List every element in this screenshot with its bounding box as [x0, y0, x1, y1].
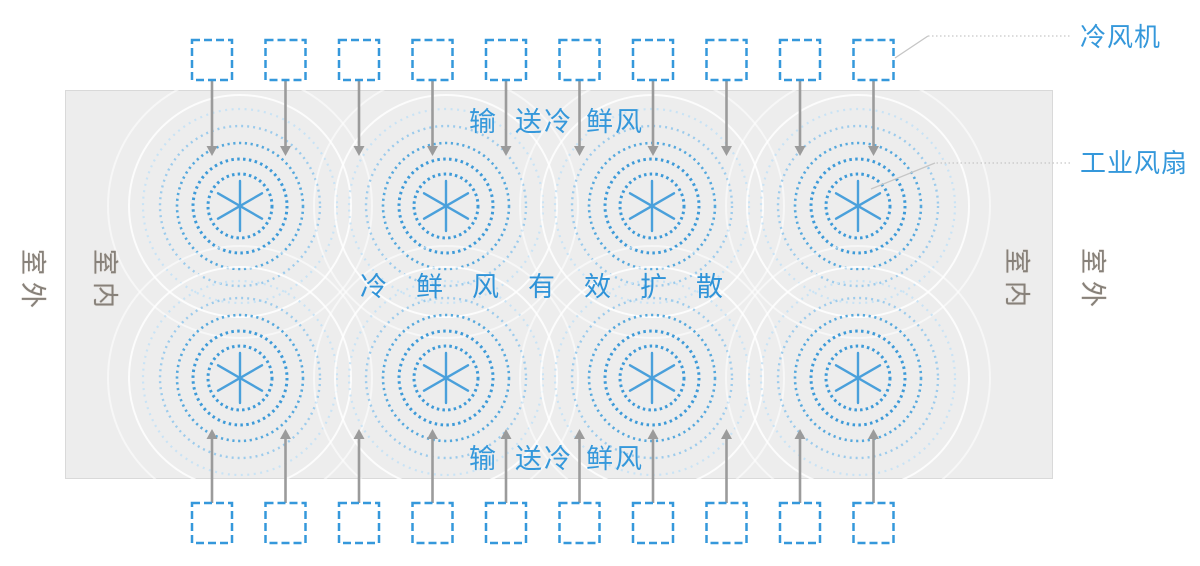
cooler-unit-square [705, 501, 748, 545]
cooler-unit-square [337, 501, 381, 545]
arrowhead-icon [574, 146, 585, 156]
cooler-unit-square [558, 501, 601, 545]
flow-label-bottom-seg3: 鲜风 [586, 444, 644, 474]
fan-blade-icon [834, 192, 882, 220]
arrowhead-icon [500, 146, 512, 156]
cooler-unit-square [484, 501, 528, 545]
airflow-arrow [868, 72, 879, 156]
indoor-label-left: 室内 [90, 248, 121, 316]
arrowhead-icon [868, 146, 879, 156]
arrowhead-icon [427, 429, 438, 439]
fan-blade-icon [422, 364, 470, 392]
airflow-arrow [647, 72, 659, 156]
industrial-fan [107, 90, 373, 339]
arrowhead-icon [721, 146, 732, 156]
fan-blade-icon [628, 364, 676, 392]
arrowhead-icon [794, 146, 806, 156]
industrial-fan [725, 90, 991, 339]
cooler-unit-square [558, 38, 601, 82]
cooler-callout-label: 冷风机 [1080, 22, 1162, 52]
airflow-arrow [868, 429, 879, 512]
arrowhead-icon [280, 146, 291, 156]
airflow-arrow [500, 429, 512, 512]
cooler-unit-square [190, 38, 234, 82]
flow-label-bottom-seg2: 送冷 [515, 444, 573, 474]
cooler-unit-square [264, 38, 307, 82]
arrowhead-icon [647, 146, 659, 156]
cooler-units-layer [190, 38, 895, 545]
arrowhead-icon [206, 146, 218, 156]
arrowhead-icon [353, 146, 365, 156]
cooler-unit-square [852, 38, 895, 82]
airflow-arrow [206, 72, 218, 156]
fan-blade-icon [422, 192, 470, 220]
fan-leader-line [870, 162, 936, 190]
outdoor-label-left: 室外 [18, 248, 49, 316]
airflow-arrow [280, 429, 291, 512]
airflow-arrow [721, 72, 732, 156]
airflow-arrow [353, 72, 365, 156]
airflow-arrow [574, 429, 585, 512]
cooler-leader-line [894, 35, 929, 59]
cooler-unit-square [778, 501, 822, 545]
airflow-arrow [721, 429, 732, 512]
airflow-arrow [427, 429, 438, 512]
flow-label-top-seg3: 鲜风 [586, 107, 644, 137]
flow-label-top: 输 送冷 鲜风 [469, 109, 644, 136]
cooler-unit-square [264, 501, 307, 545]
cooler-unit-square [484, 38, 528, 82]
arrowhead-icon [868, 429, 879, 439]
airflow-arrow [794, 72, 806, 156]
fan-callout-label: 工业风扇 [1080, 148, 1189, 178]
cooler-unit-square [337, 38, 381, 82]
cooler-unit-square [852, 501, 895, 545]
airflow-arrow [794, 429, 806, 512]
arrowhead-icon [794, 429, 806, 439]
industrial-fan [313, 245, 579, 479]
airflow-arrow [280, 72, 291, 156]
cooler-unit-square [778, 38, 822, 82]
flow-label-top-seg1: 输 [469, 107, 498, 137]
indoor-label-right: 室内 [1002, 247, 1033, 315]
arrowhead-icon [647, 429, 659, 439]
flow-label-top-seg2: 送冷 [515, 107, 573, 137]
cooler-unit-square [631, 38, 675, 82]
cooler-unit-square [411, 501, 454, 545]
fan-blade-icon [834, 364, 882, 392]
arrowhead-icon [353, 429, 365, 439]
industrial-fan [107, 245, 373, 479]
arrowhead-icon [206, 429, 218, 439]
outdoor-label-right: 室外 [1078, 247, 1109, 315]
arrowhead-icon [574, 429, 585, 439]
airflow-arrow [574, 72, 585, 156]
cooler-unit-square [705, 38, 748, 82]
arrowhead-icon [721, 429, 732, 439]
cooler-unit-square [190, 501, 234, 545]
arrowhead-icon [280, 429, 291, 439]
flow-label-bottom-seg1: 输 [469, 444, 498, 474]
flow-label-bottom: 输 送冷 鲜风 [469, 446, 644, 473]
airflow-arrow [206, 429, 218, 512]
cooler-unit-square [631, 501, 675, 545]
fan-blade-icon [216, 364, 264, 392]
airflow-arrow [647, 429, 659, 512]
airflow-arrow [427, 72, 438, 156]
diffusion-label: 冷鲜风有效扩散 [360, 272, 752, 302]
fan-blade-icon [216, 192, 264, 220]
arrowhead-icon [500, 429, 512, 439]
airflow-arrow [353, 429, 365, 512]
callout-leaders-layer [870, 35, 1070, 190]
airflow-arrows-layer [206, 72, 879, 512]
fan-blade-icon [628, 192, 676, 220]
airflow-arrow [500, 72, 512, 156]
cooler-unit-square [411, 38, 454, 82]
arrowhead-icon [427, 146, 438, 156]
industrial-fan [313, 90, 579, 339]
industrial-fan [725, 245, 991, 479]
